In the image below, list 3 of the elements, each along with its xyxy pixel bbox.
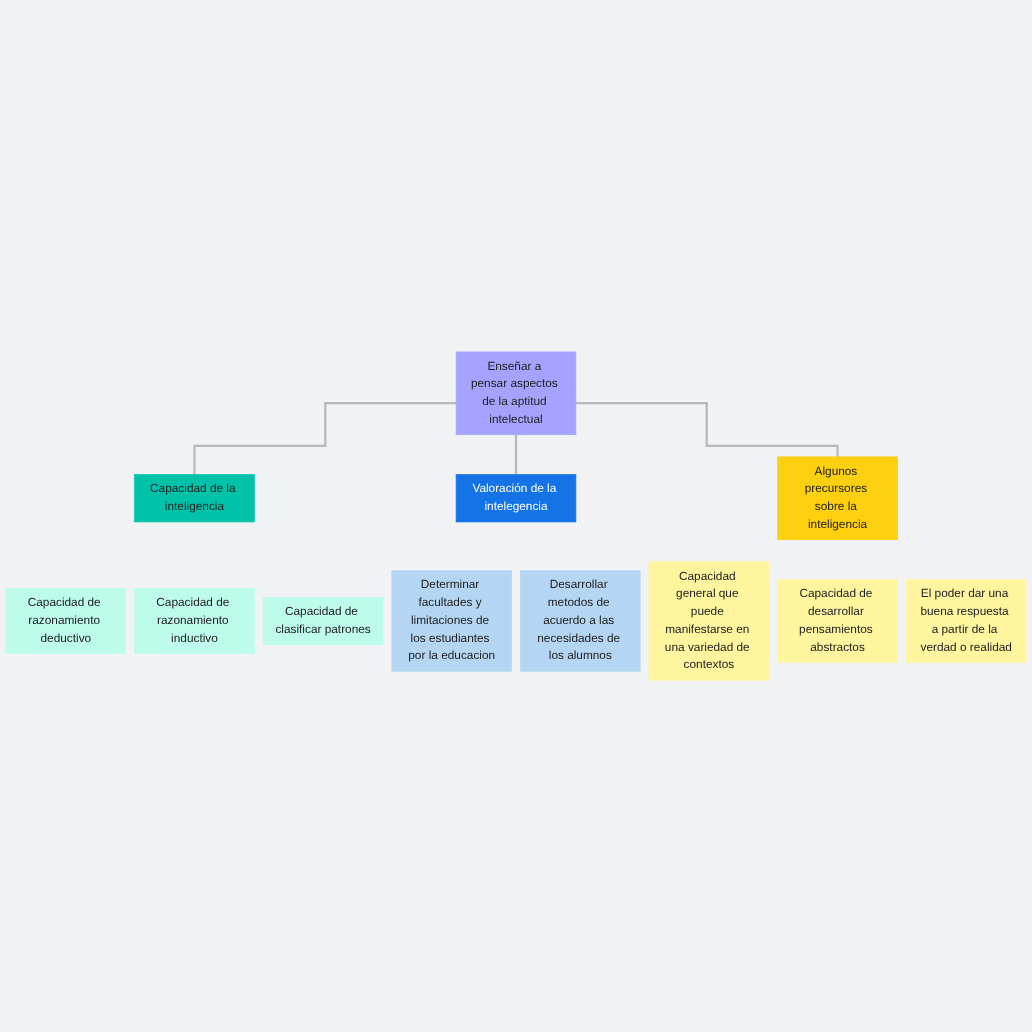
connector (514, 433, 518, 476)
connector (575, 401, 839, 458)
connector (193, 401, 457, 476)
